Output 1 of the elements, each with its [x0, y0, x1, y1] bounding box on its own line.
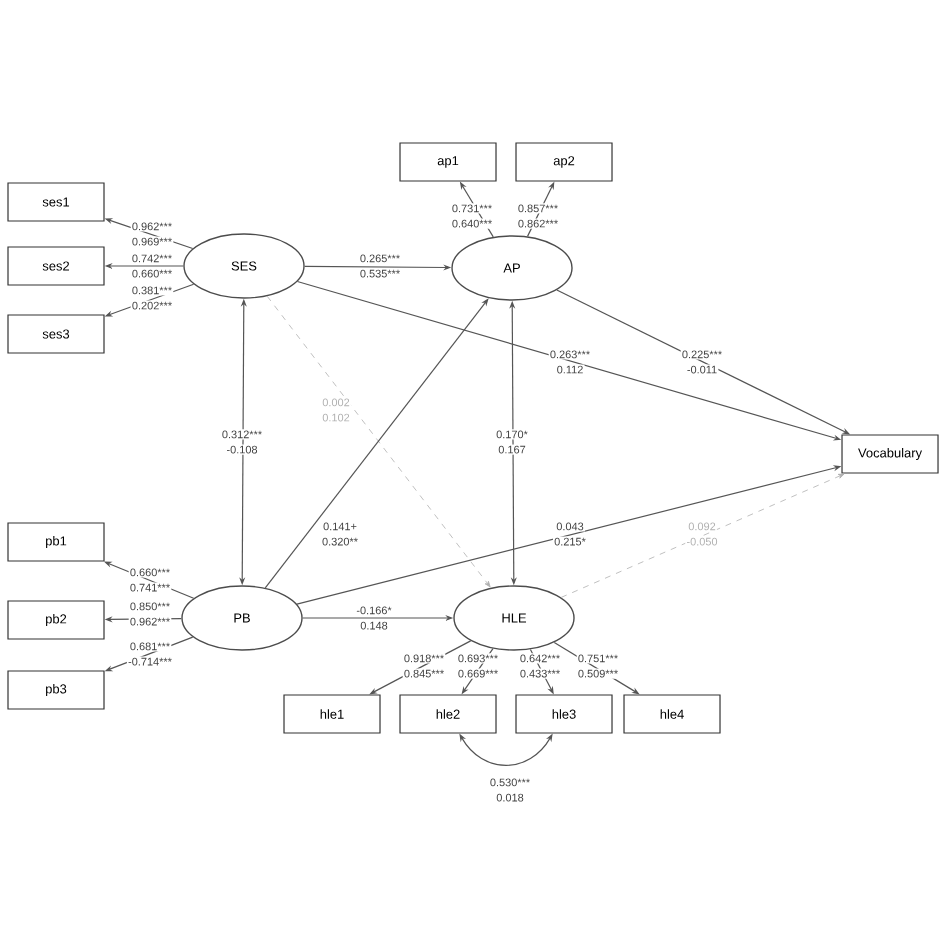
arrow: [560, 473, 845, 598]
